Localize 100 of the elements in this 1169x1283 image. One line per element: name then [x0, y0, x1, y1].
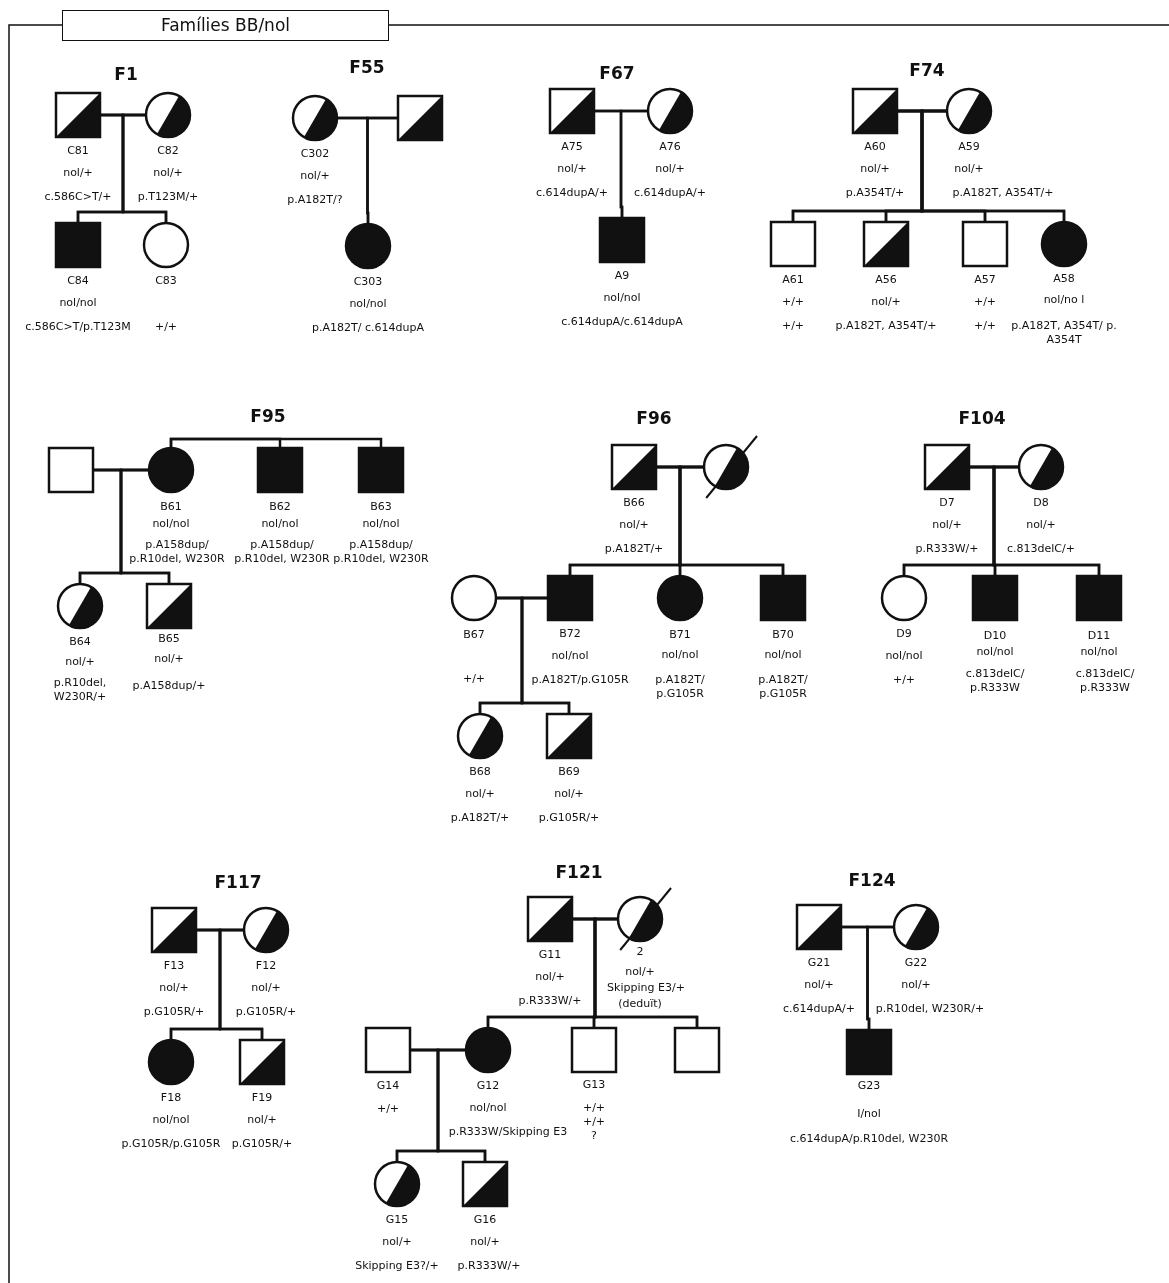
variant-label: p.G105R/+: [231, 1137, 293, 1151]
female-pedigree-symbol: [1016, 442, 1066, 492]
variant-label: p.A354T/+: [845, 186, 905, 200]
individual-id: C303: [353, 275, 383, 289]
family-label: F1: [114, 64, 138, 84]
male-pedigree-symbol: [545, 573, 595, 623]
family-label: F74: [909, 60, 945, 80]
genotype-label: nol/nol: [469, 1101, 507, 1115]
male-pedigree-symbol: [1074, 573, 1124, 623]
male-pedigree-symbol: [144, 581, 194, 631]
variant-label: p.G105R/+: [538, 811, 600, 825]
female-pedigree-symbol: [463, 1025, 513, 1075]
variant-label: p.A158dup/ p.R10del, W230R: [128, 538, 226, 566]
descent-line: [678, 465, 785, 575]
male-pedigree-symbol: [255, 445, 305, 495]
individual-id: D11: [1087, 629, 1111, 643]
variant-label: p.A182T, A354T/+: [952, 186, 1054, 200]
variant-label: p.A182T/ p.G105R: [757, 673, 809, 701]
genotype-label: nol/+: [153, 166, 183, 180]
female-pedigree-symbol: [1039, 219, 1089, 269]
female-pedigree-symbol: [241, 905, 291, 955]
individual-id: B61: [160, 500, 182, 514]
genotype-label: nol/+: [251, 981, 281, 995]
individual-id: B65: [158, 632, 180, 646]
genotype-label: nol/nol: [603, 291, 641, 305]
individual-id: G23: [857, 1079, 881, 1093]
variant-label: +/+: [892, 673, 916, 687]
female-pedigree-symbol: [343, 221, 393, 271]
individual-id: G12: [476, 1079, 500, 1093]
genotype-label: nol/+: [871, 295, 901, 309]
variant-label: +/+: [582, 1115, 606, 1129]
male-pedigree-symbol: [922, 442, 972, 492]
variant-label: c.614dupA/p.R10del, W230R: [789, 1132, 949, 1146]
individual-id: G21: [807, 956, 831, 970]
variant-label: c.813delC/ p.R333W: [1074, 667, 1136, 695]
male-pedigree-symbol: [794, 902, 844, 952]
male-pedigree-symbol: [609, 442, 659, 492]
individual-id: D8: [1033, 496, 1049, 510]
female-pedigree-symbol: [449, 573, 499, 623]
family-label: F55: [349, 57, 385, 77]
individual-id: G16: [473, 1213, 497, 1227]
individual-id: B68: [469, 765, 491, 779]
genotype-label: nol/+: [901, 978, 931, 992]
individual-id: A58: [1053, 272, 1075, 286]
individual-id: G14: [376, 1079, 400, 1093]
genotype-label: +/+: [973, 295, 997, 309]
genotype-label: nol/+: [247, 1113, 277, 1127]
individual-id: F13: [163, 959, 185, 973]
variant-label: +/+: [781, 319, 805, 333]
female-pedigree-symbol: [455, 711, 505, 761]
female-pedigree-symbol: [891, 902, 941, 952]
genotype-label: nol/nol: [261, 517, 299, 531]
variant-label: p.A182T/?: [287, 193, 343, 207]
variant-label: p.A158dup/+: [132, 679, 206, 693]
genotype-label: nol/nol: [59, 296, 97, 310]
male-pedigree-symbol: [149, 905, 199, 955]
male-pedigree-symbol: [861, 219, 911, 269]
variant-label: (deduït): [618, 997, 662, 1011]
variant-label: +/+: [973, 319, 997, 333]
descent-line: [366, 116, 397, 223]
male-pedigree-symbol: [363, 1025, 413, 1075]
male-pedigree-symbol: [768, 219, 818, 269]
genotype-label: nol/nol: [1080, 645, 1118, 659]
variant-label: p.G105R/+: [235, 1005, 297, 1019]
male-pedigree-symbol: [544, 711, 594, 761]
variant-label: c.614dupA/+: [783, 1002, 855, 1016]
genotype-label: nol/+: [557, 162, 587, 176]
individual-id: A75: [561, 140, 583, 154]
variant-label: p.T123M/+: [137, 190, 199, 204]
family-label: F104: [958, 408, 1006, 428]
descent-line: [121, 113, 168, 222]
genotype-label: +/+: [582, 1101, 606, 1115]
descent-line: [218, 928, 264, 1039]
genotype-label: +/+: [154, 320, 178, 334]
genotype-label: I/nol: [857, 1107, 881, 1121]
male-pedigree-symbol: [356, 445, 406, 495]
female-pedigree-symbol: [944, 86, 994, 136]
genotype-label: nol/+: [804, 978, 834, 992]
variant-label: p.A182T/p.G105R: [531, 673, 629, 687]
genotype-label: nol/+: [619, 518, 649, 532]
female-pedigree-symbol: [290, 93, 340, 143]
male-pedigree-symbol: [569, 1025, 619, 1075]
family-label: F95: [250, 406, 286, 426]
sibship-line: [169, 437, 383, 447]
descent-line: [992, 465, 1101, 575]
genotype-label: nol/nol: [152, 1113, 190, 1127]
genotype-label: nol/+: [63, 166, 93, 180]
male-pedigree-symbol: [672, 1025, 722, 1075]
variant-label: p.A182T, A354T/+: [835, 319, 937, 333]
descent-line: [520, 596, 571, 713]
variant-label: p.A182T/ c.614dupA: [312, 321, 424, 335]
genotype-label: nol/+: [65, 655, 95, 669]
variant-label: c.813delC/ p.R333W: [964, 667, 1026, 695]
genotype-label: nol/nol: [551, 649, 589, 663]
family-label: F117: [214, 872, 262, 892]
variant-label: p.A158dup/ p.R10del, W230R: [233, 538, 331, 566]
genotype-label: nol/+: [860, 162, 890, 176]
male-pedigree-symbol: [46, 445, 96, 495]
variant-label: c.614dupA/+: [536, 186, 608, 200]
male-pedigree-symbol: [844, 1027, 894, 1077]
